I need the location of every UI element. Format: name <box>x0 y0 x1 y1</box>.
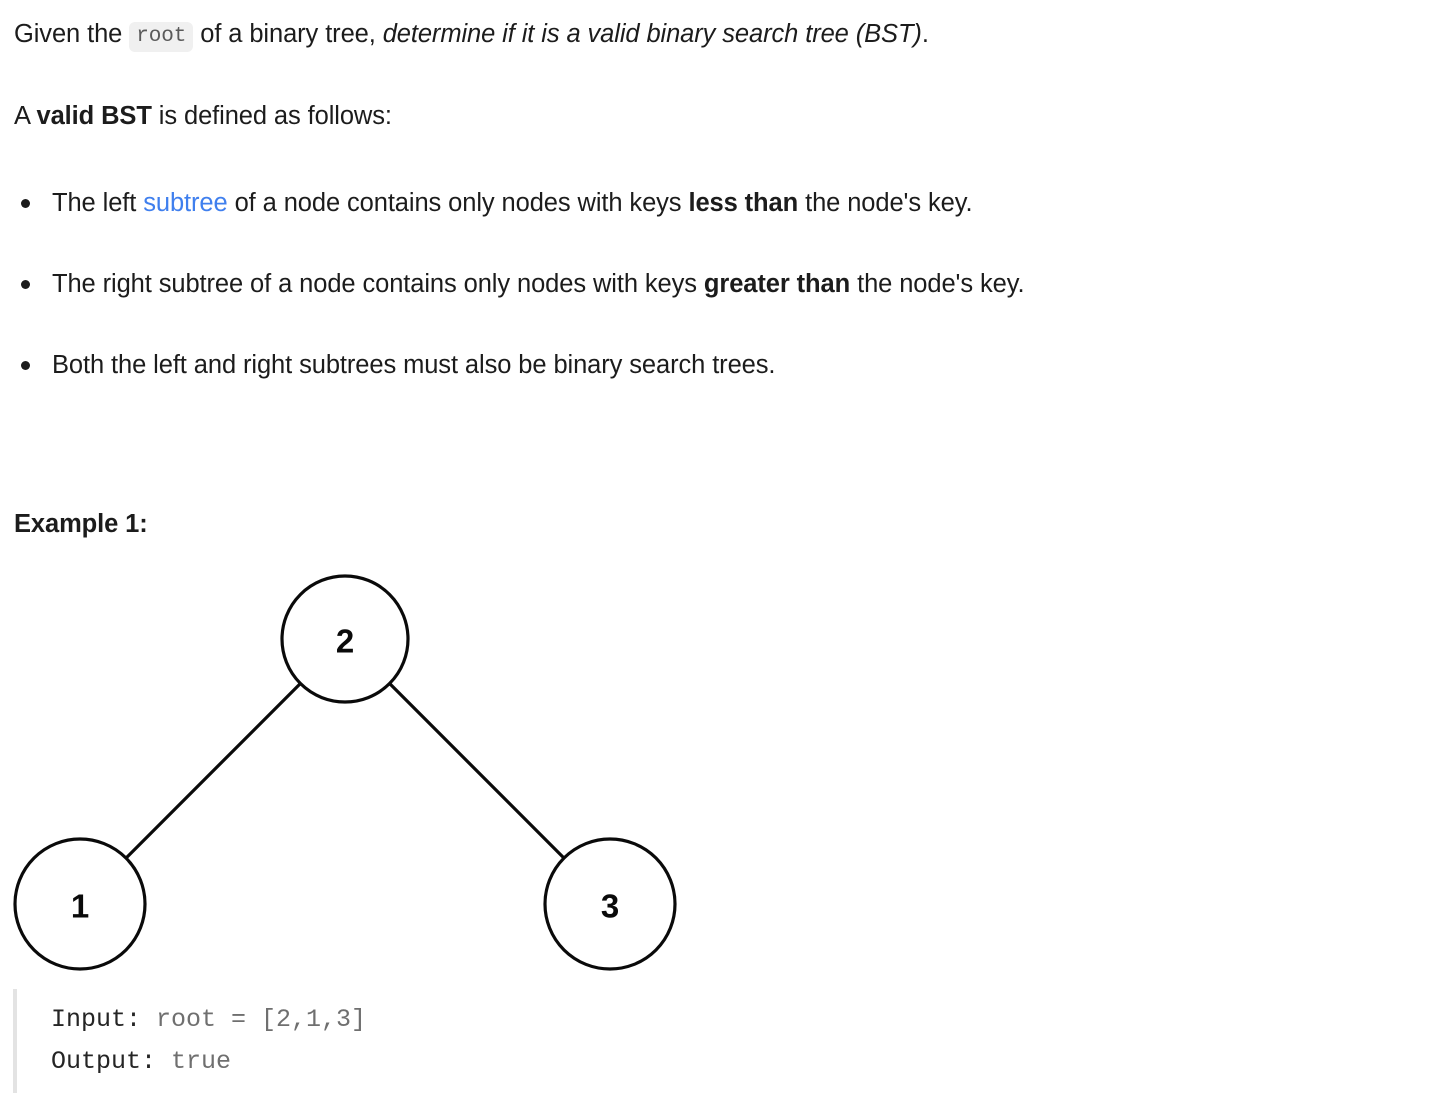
tree-node-root: 2 <box>280 574 410 704</box>
example-1-code-block: Input: root = [2,1,3] Output: true <box>13 989 1452 1094</box>
code-output-key: Output: <box>51 1047 157 1077</box>
rule-0-bold: less than <box>688 189 799 218</box>
tree-svg: 2 1 3 <box>13 574 677 971</box>
tree-node-circle <box>543 837 677 971</box>
tree-edge-root-to-left <box>122 682 302 862</box>
code-input-value: root = [2,1,3] <box>141 1005 367 1035</box>
rule-1-bold: greater than <box>703 269 851 298</box>
code-output-value: true <box>156 1047 232 1077</box>
rule-0-part2: of a node contains only nodes with keys <box>227 189 689 218</box>
list-item: The left subtree of a node contains only… <box>0 187 1452 221</box>
definition-bold-term: valid BST <box>36 101 152 130</box>
definition-prefix: A <box>14 101 37 130</box>
bullet-dot-icon <box>21 360 30 370</box>
inline-code-root: root <box>129 22 194 52</box>
tree-edge-root-to-right <box>388 682 568 862</box>
intro-paragraph: Given the root of a binary tree, determi… <box>0 0 1452 52</box>
tree-node-left: 1 <box>13 837 147 971</box>
tree-node-right: 3 <box>543 837 677 971</box>
rule-1-part1: The right subtree of a node contains onl… <box>52 269 704 298</box>
subtree-link[interactable]: subtree <box>143 189 228 218</box>
tree-node-label-right: 3 <box>601 888 619 925</box>
definition-suffix: is defined as follows: <box>151 101 392 130</box>
list-item: The right subtree of a node contains onl… <box>0 268 1452 302</box>
bullet-dot-icon <box>21 199 30 209</box>
binary-tree-diagram: 2 1 3 <box>0 557 720 997</box>
rule-0-part1: The left <box>52 189 144 218</box>
tree-node-label-left: 1 <box>71 888 89 925</box>
tree-node-label-root: 2 <box>336 623 354 660</box>
code-input-key: Input: <box>51 1005 142 1035</box>
tree-node-circle <box>13 837 147 971</box>
rule-0-part3: the node's key. <box>798 189 973 218</box>
tree-node-circle <box>280 574 410 704</box>
intro-text-before: Given the <box>14 20 130 48</box>
rule-1-part3: the node's key. <box>850 269 1025 298</box>
list-item: Both the left and right subtrees must al… <box>0 349 1452 383</box>
rule-2-part1: Both the left and right subtrees must al… <box>52 350 776 379</box>
bullet-dot-icon <box>21 279 30 289</box>
example-1-heading: Example 1: <box>14 510 148 539</box>
bst-rules-list: The left subtree of a node contains only… <box>0 187 1452 382</box>
definition-lead-paragraph: A valid BST is defined as follows: <box>0 52 1452 134</box>
intro-italic-phrase: determine if it is a valid binary search… <box>382 20 922 48</box>
intro-text-after: of a binary tree, <box>193 20 383 48</box>
intro-period: . <box>921 20 929 48</box>
